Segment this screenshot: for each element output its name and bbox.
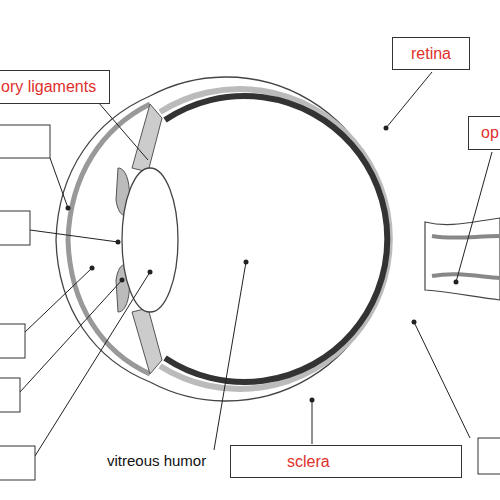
label-box: sclera [230, 445, 462, 478]
empty-label-boxes [0, 125, 500, 480]
retina-band [165, 96, 387, 382]
lens [122, 168, 178, 312]
ciliary-body-bottom [132, 308, 162, 374]
pointer-dots [66, 126, 459, 403]
ciliary-body-top [132, 104, 162, 172]
choroid-band [160, 89, 390, 389]
label-box: op [468, 116, 500, 150]
part-name: retina [411, 45, 451, 63]
label-box: retina [392, 37, 470, 70]
label-box: ory ligaments [0, 70, 110, 104]
part-name: op [481, 124, 499, 142]
optic-nerve-core [432, 236, 500, 278]
part-label: vitreous humor [105, 452, 208, 469]
leader-lines [20, 72, 492, 456]
sclera-outline [150, 77, 388, 401]
part-name: ory ligaments [1, 78, 96, 96]
part-name: sclera [287, 453, 330, 471]
